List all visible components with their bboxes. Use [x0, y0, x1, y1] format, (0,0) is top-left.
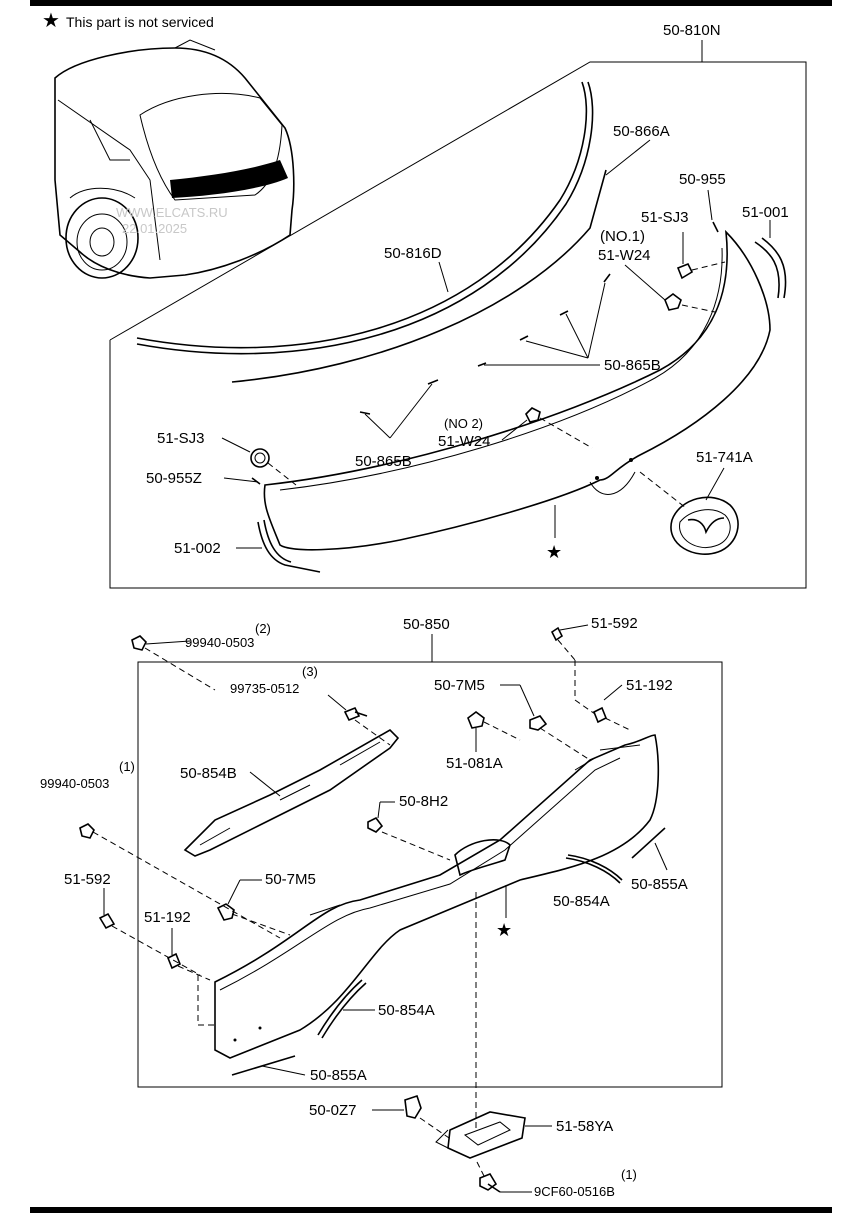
part-50-854A-lower	[317, 979, 367, 1039]
label-51-W24-no2: 51-W24	[438, 433, 491, 450]
part-50-865B-upper	[477, 273, 611, 367]
part-50-865B-lower	[359, 379, 439, 415]
part-bolt-9CF60-0516B	[479, 1173, 501, 1193]
legend-star: ★	[42, 10, 60, 32]
part-50-955Z	[251, 477, 261, 485]
label-no2: (NO 2)	[444, 416, 483, 431]
part-51-W24-no1	[664, 293, 682, 311]
watermark-line2: 22.01.2025	[122, 221, 187, 236]
part-50-854B	[183, 729, 400, 857]
part-51-002	[257, 519, 321, 573]
not-serviced-star: ★	[546, 542, 562, 562]
part-50-7M5-lower	[216, 903, 235, 921]
label-51-081A: 51-081A	[446, 755, 503, 772]
part-50-854A-right	[565, 854, 623, 884]
lower-box	[137, 661, 723, 1088]
label-q3: (3)	[302, 664, 318, 679]
part-spoiler	[263, 229, 771, 551]
part-50-866A	[231, 169, 607, 383]
part-51-W24-no2	[525, 407, 541, 423]
label-50-854A-lower: 50-854A	[378, 1002, 435, 1019]
label-51-W24-no1: 51-W24	[598, 247, 651, 264]
label-q2: (2)	[255, 621, 271, 636]
upper-assembly: 50-810N WWW.ELCATS.RU 22.01.2025 50-816D…	[54, 22, 807, 589]
label-q1: (1)	[119, 759, 135, 774]
top-border	[30, 0, 832, 6]
part-51-001	[754, 237, 787, 299]
label-50-955Z: 50-955Z	[146, 470, 202, 487]
part-50-955	[712, 221, 719, 233]
bottom-border	[30, 1207, 832, 1213]
part-50-7M5-top	[529, 715, 548, 731]
part-garnish-body	[214, 734, 660, 1059]
vehicle-sketch	[54, 39, 295, 279]
label-51-58YA: 51-58YA	[556, 1118, 613, 1135]
label-51-002: 51-002	[174, 540, 221, 557]
label-no1: (NO.1)	[600, 228, 645, 245]
part-51-192-top	[592, 706, 608, 724]
label-99735-0512: 99735-0512	[230, 681, 299, 696]
part-51-081A	[467, 711, 485, 729]
not-serviced-star-lower: ★	[496, 920, 512, 940]
label-51-SJ3-top: 51-SJ3	[641, 209, 689, 226]
part-50-0Z7	[404, 1094, 422, 1119]
part-51-SJ3-top	[676, 262, 694, 280]
label-50-7M5-top: 50-7M5	[434, 677, 485, 694]
watermark-line1: WWW.ELCATS.RU	[116, 205, 228, 220]
label-51-001: 51-001	[742, 204, 789, 221]
label-50-865B-lower: 50-865B	[355, 453, 412, 470]
lower-assembly: 50-850 ★ 50-854B (2) 99940-0503 51-592 (…	[40, 615, 723, 1199]
part-bolt-99940-0503-2	[131, 635, 147, 651]
part-51-58YA-switch	[435, 1111, 526, 1159]
label-50-850: 50-850	[403, 616, 450, 633]
label-50-865B-upper: 50-865B	[604, 357, 661, 374]
label-50-7M5-lower: 50-7M5	[265, 871, 316, 888]
label-50-866A: 50-866A	[613, 123, 670, 140]
label-99940-0503-2: 99940-0503	[185, 635, 254, 650]
label-q1b: (1)	[621, 1167, 637, 1182]
label-51-592-left: 51-592	[64, 871, 111, 888]
part-50-855A-lower	[231, 1055, 296, 1076]
part-51-592-top	[550, 626, 564, 642]
part-51-SJ3-left	[250, 448, 270, 468]
label-51-192-lower: 51-192	[144, 909, 191, 926]
label-50-854A-right: 50-854A	[553, 893, 610, 910]
part-51-192-lower	[166, 952, 182, 970]
part-bolt-99735-0512	[343, 706, 368, 722]
label-51-SJ3-left: 51-SJ3	[157, 430, 205, 447]
part-bolt-99940-0503-1	[79, 823, 95, 839]
label-50-0Z7: 50-0Z7	[309, 1102, 357, 1119]
part-50-855A-right	[631, 827, 666, 859]
label-50-810N: 50-810N	[663, 22, 721, 39]
part-50-816D	[136, 81, 588, 349]
label-51-741A: 51-741A	[696, 449, 753, 466]
part-51-741A-emblem	[670, 496, 739, 555]
label-50-8H2: 50-8H2	[399, 793, 448, 810]
label-50-854B: 50-854B	[180, 765, 237, 782]
part-garnish-center	[454, 839, 511, 877]
label-51-192-top: 51-192	[626, 677, 673, 694]
label-9CF60-0516B: 9CF60-0516B	[534, 1184, 615, 1199]
label-51-592-top: 51-592	[591, 615, 638, 632]
upper-box	[109, 61, 807, 589]
legend-text: This part is not serviced	[66, 14, 214, 30]
label-50-855A-right: 50-855A	[631, 876, 688, 893]
label-50-955: 50-955	[679, 171, 726, 188]
part-50-8H2	[367, 816, 384, 833]
part-51-592-left	[98, 912, 116, 930]
label-50-855A-lower: 50-855A	[310, 1067, 367, 1084]
label-50-816D: 50-816D	[384, 245, 442, 262]
label-99940-0503-1: 99940-0503	[40, 776, 109, 791]
